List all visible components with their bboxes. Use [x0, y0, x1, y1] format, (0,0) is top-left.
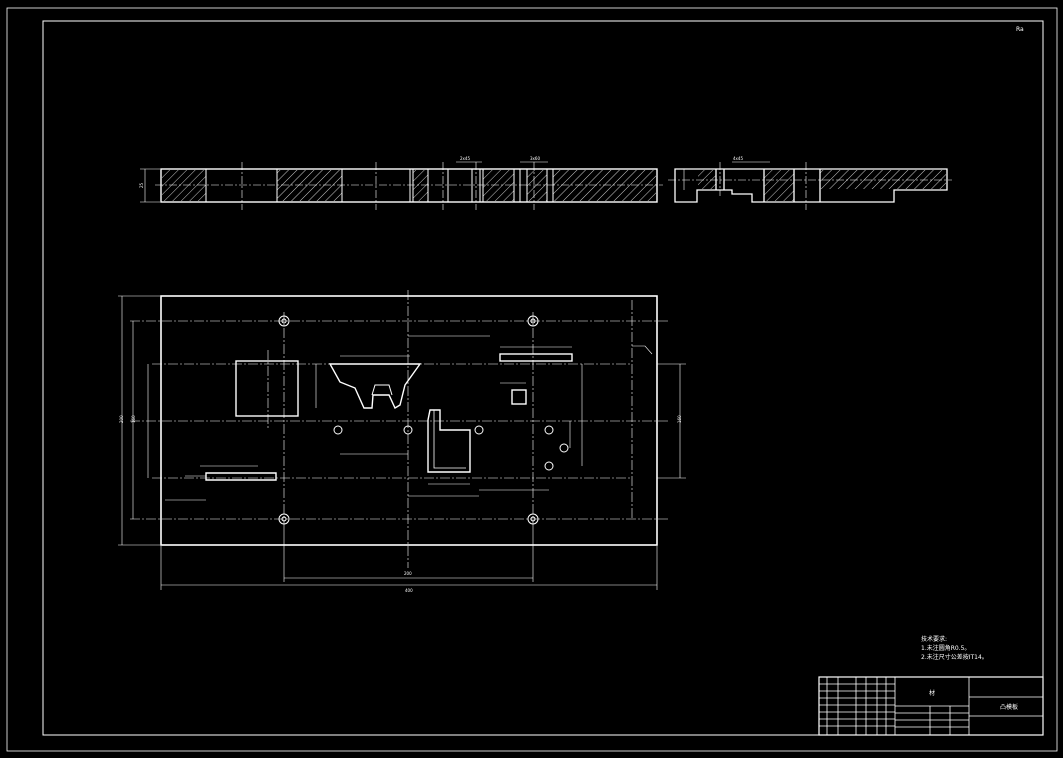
hatch-region-3 — [413, 170, 428, 201]
section-dim-b: 3x60 — [530, 156, 540, 161]
tech-req-line1: 1.未注圆角R0.5。 — [921, 644, 970, 652]
tech-req-title: 技术要求: — [921, 635, 947, 643]
section-view — [140, 161, 663, 210]
bolt-holes — [278, 315, 539, 525]
section-thickness-dim: 25 — [139, 182, 144, 188]
side-section-view — [668, 161, 952, 210]
hatch-region-6 — [553, 170, 656, 201]
hatch-region-5 — [527, 170, 547, 201]
hatch-region-4 — [483, 170, 514, 201]
hatch-region-2 — [277, 170, 342, 201]
hole-spacing-dim: 200 — [404, 571, 412, 576]
pilot-holes — [333, 425, 569, 471]
small-square-opening — [511, 389, 527, 405]
tech-req-line2: 2.未注尺寸公差按IT14。 — [921, 653, 988, 661]
square-opening — [235, 360, 299, 417]
height-outer-dim: 200 — [119, 415, 124, 423]
section-outline — [160, 168, 658, 203]
left-slot — [205, 472, 277, 481]
trapezoid-opening — [328, 363, 422, 410]
l-shaped-opening — [427, 409, 471, 473]
part-name-cell: 凸模板 — [1000, 703, 1018, 711]
title-block — [818, 676, 1044, 736]
plan-view — [118, 290, 686, 590]
section-dim-a: 2x45 — [460, 156, 470, 161]
side-dim-a: 4x45 — [733, 156, 743, 161]
outer-border — [6, 7, 1058, 752]
height-inner-dim: 160 — [131, 415, 136, 423]
hatch-region-1 — [162, 170, 206, 201]
material-cell: 材 — [929, 689, 935, 697]
overall-width-dim: 400 — [405, 588, 413, 593]
plate-outline — [160, 295, 658, 546]
inner-border — [42, 20, 1044, 736]
right-height-dim: 160 — [677, 415, 682, 423]
long-slot — [499, 353, 573, 362]
roughness-mark: Ra — [1016, 26, 1024, 33]
